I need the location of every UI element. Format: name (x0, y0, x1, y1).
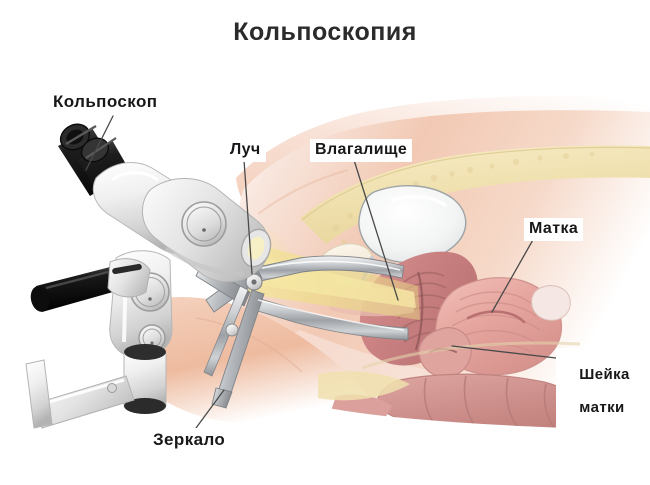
colposcope-tilt-handle (30, 266, 120, 312)
anal-canal (330, 394, 392, 420)
handle-joint (107, 258, 151, 298)
colposcope-head-highlight (111, 171, 159, 182)
base-arm-screw (107, 383, 117, 393)
page-title: Кольпоскопия (233, 18, 417, 46)
ovary (531, 285, 571, 321)
thigh-crease (195, 317, 303, 373)
leader-vlagalishche (353, 159, 399, 301)
magnification-knob-inner (186, 206, 222, 242)
abdominal-fat-layer (300, 145, 650, 244)
label-speculum: Зеркало (148, 428, 231, 453)
leader-lines (85, 115, 557, 429)
colposcope-body-shade (164, 245, 245, 277)
uterine-cavity (466, 310, 526, 324)
eyepiece-ring (65, 124, 97, 146)
bladder-highlight (391, 194, 448, 208)
leader-matka (491, 237, 535, 313)
thigh (131, 296, 380, 426)
label-cervix-line1: Шейка (579, 365, 630, 383)
base-bracket (25, 359, 53, 429)
perineal-fat (318, 371, 410, 401)
label-light-beam: Луч (225, 139, 266, 162)
speculum (195, 255, 409, 409)
speculum-highlight-1 (261, 260, 401, 271)
fine-focus-dot (150, 341, 154, 345)
leader-luch (243, 159, 253, 275)
speculum-thumbscrew (225, 323, 239, 337)
speculum-pivot-center (251, 279, 257, 285)
magnification-knob-dot (202, 228, 206, 232)
label-cervix-line2: матки (579, 399, 625, 417)
speculum-highlight-2 (257, 299, 405, 331)
leader-sheyka (451, 345, 557, 359)
colposcope (25, 123, 272, 429)
post-collar (124, 344, 166, 360)
abdomen-crease (257, 169, 349, 215)
handle-joint-ring (112, 263, 142, 275)
label-vagina: Влагалище (310, 139, 413, 162)
vagina-lumen (414, 271, 424, 351)
speculum-handle-tip (211, 387, 233, 409)
label-uterus: Матка (524, 218, 584, 241)
label-cervix: Шейка матки (556, 348, 635, 437)
leader-kolposkop (85, 115, 114, 171)
label-colposcope: Кольпоскоп (48, 90, 163, 115)
coarse-focus-dot (148, 297, 152, 301)
sacral-vertebrae (378, 432, 650, 477)
fat-layer-edge (301, 146, 650, 221)
magnification-knob (181, 201, 227, 247)
patient-body (131, 95, 650, 477)
post-foot (124, 398, 166, 414)
leader-zerkalo (195, 389, 225, 429)
colposcope-objective-glass (247, 236, 265, 260)
eyepiece-ring-2 (85, 137, 117, 159)
